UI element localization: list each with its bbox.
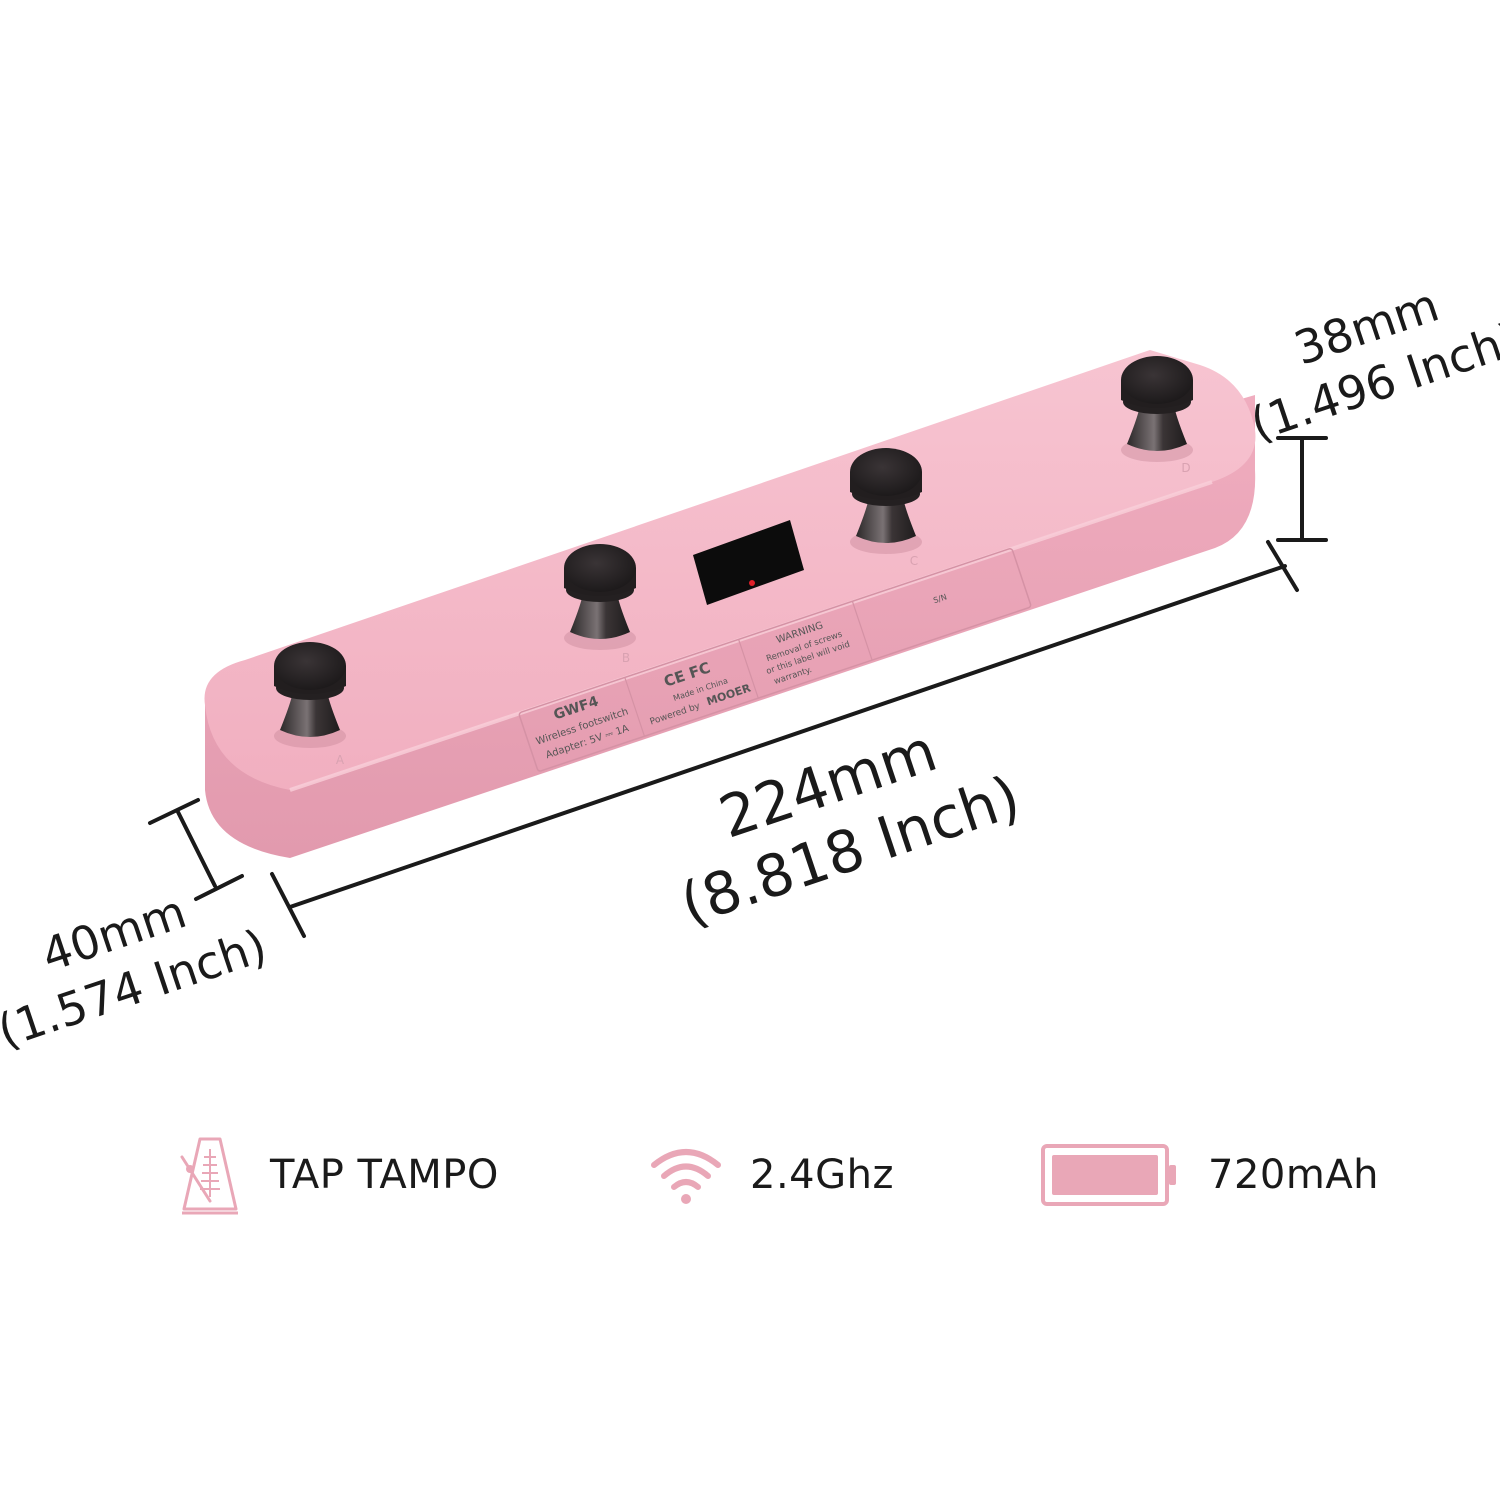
height-right-dimension-line bbox=[1276, 436, 1328, 542]
feature-battery: 720mAh bbox=[1040, 1120, 1379, 1230]
feature-label-tap-tempo: TAP TAMPO bbox=[270, 1152, 499, 1198]
height-left-label: 40mm (1.574 Inch) bbox=[0, 884, 273, 1058]
switch-letter-d: D bbox=[1181, 461, 1190, 475]
length-dimension-line bbox=[270, 540, 1299, 938]
display-screen bbox=[693, 520, 804, 605]
footswitch-button-c[interactable] bbox=[850, 448, 922, 554]
footswitch-button-b[interactable] bbox=[564, 544, 636, 650]
switch-letter-c: C bbox=[910, 554, 918, 568]
switch-letter-a: A bbox=[336, 753, 345, 767]
length-label: 224mm (8.818 Inch) bbox=[672, 716, 1028, 938]
footswitch-button-d[interactable] bbox=[1121, 356, 1193, 462]
feature-label-battery: 720mAh bbox=[1208, 1152, 1380, 1198]
feature-tap-tempo: TAP TAMPO bbox=[178, 1120, 499, 1230]
label-serial: S/N bbox=[932, 592, 948, 605]
footswitch-button-a[interactable] bbox=[274, 642, 346, 748]
feature-label-wireless: 2.4Ghz bbox=[750, 1152, 894, 1198]
battery-icon bbox=[1041, 1144, 1176, 1206]
switch-letter-b: B bbox=[622, 651, 630, 665]
status-led bbox=[749, 580, 755, 586]
feature-wireless: 2.4Ghz bbox=[650, 1120, 894, 1230]
feature-row: TAP TAMPO 2.4Ghz 720mAh bbox=[0, 1120, 1500, 1230]
height-right-label: 38mm (1.496 Inch) bbox=[1244, 277, 1500, 451]
metronome-icon bbox=[180, 1137, 238, 1215]
height-left-dimension-line bbox=[148, 798, 244, 901]
wifi-icon bbox=[651, 1149, 721, 1204]
